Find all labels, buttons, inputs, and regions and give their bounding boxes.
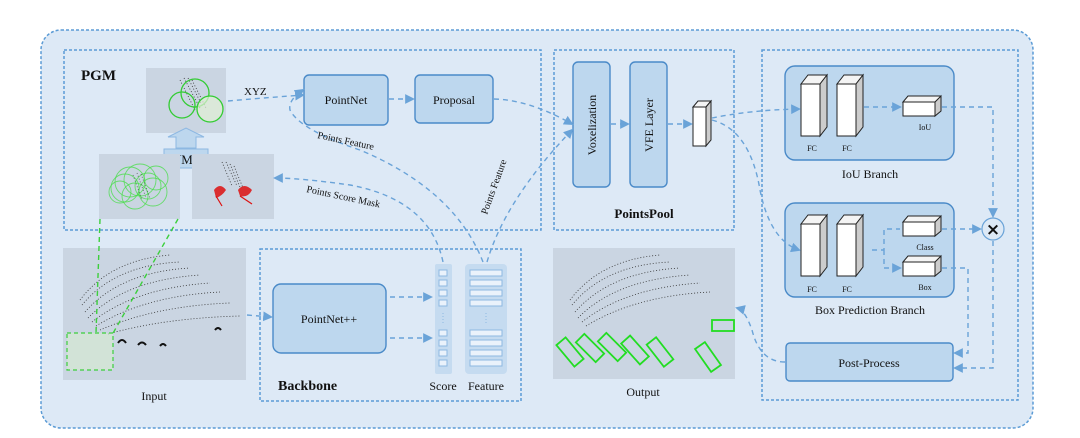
detection-box: [574, 332, 606, 364]
score-cell: [438, 279, 448, 287]
box-fc2-cuboid-icon: [835, 213, 865, 278]
class-output-cuboid-icon: [901, 214, 942, 238]
class-output-label: Class: [916, 243, 933, 252]
feature-cell: [469, 349, 503, 357]
iou-output-cuboid-icon: [901, 94, 942, 118]
post-process-label: Post-Process: [838, 356, 900, 370]
box-output-cuboid-icon: [901, 254, 942, 278]
pointnet-label: PointNet: [325, 93, 368, 107]
nms-up-arrow-icon: [167, 127, 205, 149]
feature-cells: [469, 269, 503, 367]
output-panel: Output: [553, 248, 735, 399]
output-pointcloud: [569, 254, 711, 327]
pgm-frame: [63, 49, 542, 231]
iou-branch-title: IoU Branch: [842, 167, 898, 181]
score-cell: [438, 289, 448, 297]
roi-link-1: [95, 218, 101, 334]
nms-result-pointcloud: [168, 77, 224, 123]
roi-link-2: [111, 218, 179, 336]
proposal-label: Proposal: [433, 93, 476, 107]
post-process-box: [785, 342, 954, 382]
detection-boxes: [555, 319, 735, 374]
pointspool-frame: [553, 49, 735, 231]
backbone-frame: [259, 248, 522, 402]
vfe-layer-box: [629, 61, 668, 188]
box-to-postprocess-arrow: [942, 267, 969, 358]
pointspool-title: PointsPool: [614, 206, 674, 221]
detection-box: [693, 340, 723, 374]
multiply-symbol: ×: [986, 220, 1000, 240]
backbone-section: PointNet++ Backbone Score Feature: [259, 248, 522, 402]
proposal-box: [414, 74, 494, 124]
input-roi-box: [66, 332, 114, 371]
detection-box: [555, 336, 585, 368]
output-pointcloud-image: [553, 248, 735, 379]
heads-section: FC FC IoU IoU Branch FC FC Class: [761, 49, 1019, 401]
score-cell: [438, 339, 448, 347]
box-fc-to-heads-arrow: [872, 228, 900, 268]
detection-box: [645, 336, 675, 368]
vfe-layer-label: VFE Layer: [642, 98, 656, 152]
input-to-backbone-arrow: [246, 311, 273, 322]
feature-label: Feature: [468, 379, 504, 393]
pointnetpp-box: [272, 283, 387, 354]
iou-fc1-cuboid-icon: [799, 73, 829, 138]
feature-to-pointspool-arrow: [486, 128, 574, 263]
feature-cell: [469, 289, 503, 297]
iou-fc2-label: FC: [842, 144, 852, 153]
box-output-label: Box: [918, 283, 931, 292]
box-fc2-label: FC: [842, 285, 852, 294]
iou-fc2-cuboid-icon: [835, 73, 865, 138]
score-mask-arrow: [273, 173, 444, 263]
box-fc1-label: FC: [807, 285, 817, 294]
iou-output-label: IoU: [919, 123, 932, 132]
iou-fc1-label: FC: [807, 144, 817, 153]
score-cell: [438, 299, 448, 307]
edges: [95, 88, 998, 373]
pooled-feature-cuboid-icon: [691, 99, 713, 148]
input-label: Input: [141, 389, 167, 403]
pgm-title: PGM: [81, 68, 116, 84]
xyz-label: XYZ: [244, 86, 267, 98]
feature-cell: [469, 269, 503, 277]
pointspool-section: Voxelization VFE Layer PointsPool: [553, 49, 735, 231]
pointnetpp-label: PointNet++: [301, 312, 357, 326]
detection-box: [619, 334, 651, 366]
backbone-title: Backbone: [278, 379, 337, 394]
detection-box: [711, 319, 735, 332]
input-pointcloud: [79, 254, 241, 347]
pgm-section: PGM NMS XYZ Poi: [63, 49, 542, 231]
detection-box: [596, 331, 628, 363]
feature-cell: [469, 279, 503, 287]
postprocess-to-output-arrow: [735, 305, 786, 363]
pool-to-box-arrow: [711, 119, 801, 253]
output-label: Output: [626, 385, 660, 399]
proposals-pointcloud: [108, 163, 169, 210]
score-cell: [438, 359, 448, 367]
heads-frame: [761, 49, 1019, 401]
proposal-to-voxelization-arrow: [493, 98, 574, 125]
score-label: Score: [429, 379, 456, 393]
multiply-icon: [981, 217, 1005, 241]
feature-cell: [469, 299, 503, 307]
score-cells: [438, 269, 448, 367]
score-mask-pointcloud: [214, 161, 253, 207]
score-mask-image: [192, 154, 274, 219]
multiply-to-postprocess-arrow: [953, 241, 994, 373]
feature-cell: [469, 339, 503, 347]
voxelization-label: Voxelization: [585, 95, 599, 155]
box-branch-title: Box Prediction Branch: [815, 303, 925, 317]
feature-cell: [469, 329, 503, 337]
box-fc1-cuboid-icon: [799, 213, 829, 278]
input-panel: Input: [63, 248, 246, 403]
score-cell: [438, 329, 448, 337]
feature-cell: [469, 359, 503, 367]
score-cell: [438, 269, 448, 277]
score-cell: [438, 349, 448, 357]
